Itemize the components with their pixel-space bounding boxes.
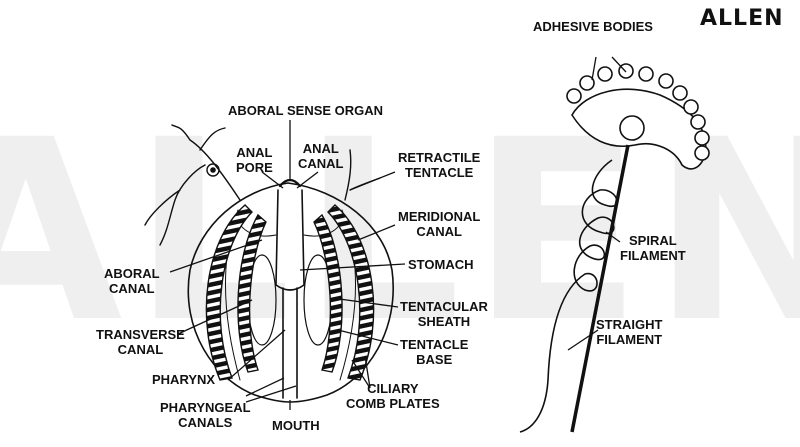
brand-logo: ALLEN — [700, 6, 784, 31]
pharynx — [282, 287, 298, 399]
colloblast — [519, 56, 710, 433]
statocyst — [206, 163, 220, 177]
label-pharynx: PHARYNX — [152, 372, 216, 387]
comb-row-inner-left — [237, 213, 267, 373]
comb-row-inner-right — [313, 213, 343, 373]
spiral-filament — [519, 159, 618, 433]
straight-filament — [570, 144, 630, 433]
label-mouth: MOUTH — [272, 418, 320, 433]
comb-row-outer-left — [205, 204, 253, 381]
nucleus — [619, 115, 645, 141]
tentacle-right — [344, 149, 381, 201]
tentacle-left — [144, 124, 241, 246]
label-aboral-sense-organ: ABORAL SENSE ORGAN — [228, 103, 384, 118]
comb-plate-rows — [205, 204, 375, 381]
leader-lines — [169, 120, 406, 410]
stomach — [275, 189, 305, 291]
label-adhesive-bodies: ADHESIVE BODIES — [533, 19, 653, 34]
label-stomach: STOMACH — [408, 257, 474, 272]
